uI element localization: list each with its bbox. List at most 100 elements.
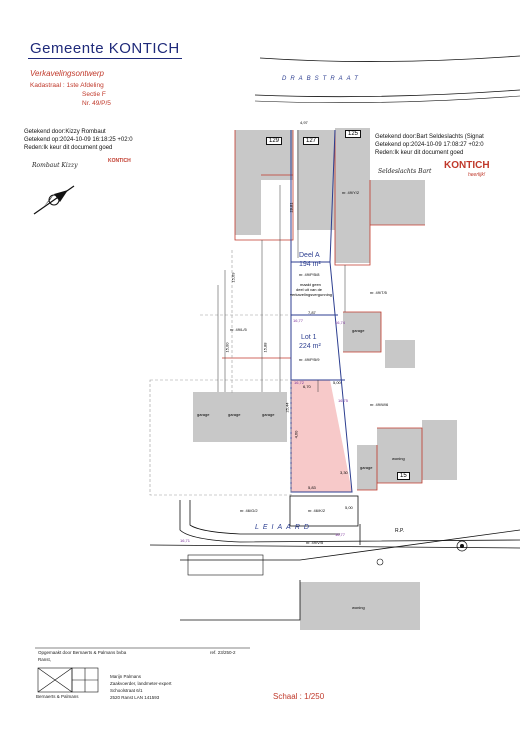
building-125 xyxy=(335,128,370,263)
footer-made-by: Opgemaakt door Bernaerts & Palmans bvba xyxy=(38,650,127,655)
signature-right-date: Getekend op:2024-10-09 17:08:27 +02:0 xyxy=(375,142,484,148)
garage-right-1 xyxy=(343,312,381,352)
building-right-lower xyxy=(422,420,457,480)
lot-1-label: Lot 1 xyxy=(301,334,317,341)
dim-25-44: 25,44 xyxy=(284,402,290,413)
garage-label-5: garage xyxy=(360,465,373,470)
street-leiaard: LEIAARD xyxy=(255,524,313,531)
woning-label-2: woning xyxy=(352,605,365,610)
woning-bottom xyxy=(300,582,420,630)
parcel-49-t-5: nr. 49/T/5 xyxy=(370,290,387,295)
parcel-49-w-6: nr. 49/W/6 xyxy=(370,402,389,407)
cadastre-line-2: Sectie F xyxy=(82,91,106,98)
scale-label: Schaal : 1/250 xyxy=(273,692,325,701)
kontich-logo-left: KONTICH xyxy=(108,158,131,164)
level-2: 16,77 xyxy=(293,318,304,323)
lot-1-area-label: 224 m² xyxy=(299,343,321,350)
house-number-129: 129 xyxy=(266,137,283,145)
dim-5-00-bottom: 5,00 xyxy=(345,505,353,510)
signature-right-signer: Getekend door:Bart Seldeslachts (Signat xyxy=(375,134,484,140)
garage-right-2 xyxy=(385,340,415,368)
dim-4-60: 4,60 xyxy=(293,430,299,439)
building-127 xyxy=(297,130,335,230)
garage-left-3 xyxy=(255,392,287,442)
building-129 xyxy=(235,130,261,235)
dim-3-30: 3,30 xyxy=(340,470,348,475)
house-number-15: 15 xyxy=(397,472,410,480)
signature-right-reason: Reden:Ik keur dit document goed xyxy=(375,150,464,156)
cadastre-line-3: Nr. 49/P/5 xyxy=(82,100,111,107)
north-arrow-icon xyxy=(33,185,75,215)
rp-marker-icon xyxy=(456,540,468,552)
drabstraat-curb-1 xyxy=(259,55,520,62)
municipality-title: Gemeente KONTICH xyxy=(30,40,180,57)
street-drabstraat: DRABSTRAAT xyxy=(282,76,362,82)
surveyor-line-2: Zaakvoerder, landmeter-expert xyxy=(110,681,172,686)
footer-logo-name: Bernaerts & Palmans xyxy=(36,694,79,699)
deel-a-note-1: maakt geen xyxy=(300,282,321,287)
house-number-127: 127 xyxy=(303,137,320,145)
dim-15-69: 15,69 xyxy=(230,272,236,283)
footer-place: Ranst, xyxy=(38,657,52,662)
level-1: 16,72 xyxy=(294,380,305,385)
deel-a-note-2: deel uit van de xyxy=(296,287,323,292)
surveyor-line-4: 2520 Ranst LAN 141593 xyxy=(110,695,160,700)
level-3: 16,74 xyxy=(335,320,346,325)
reference-point-label: R.P. xyxy=(395,528,405,534)
kontich-logo-right: KONTICH xyxy=(444,160,490,171)
dim-6-70: 6,70 xyxy=(303,384,311,389)
surveyor-line-1: Marijn Palmans xyxy=(110,674,142,679)
parcel-49-l-5: nr. 49/L/5 xyxy=(230,327,247,332)
level-6: 16,77 xyxy=(335,532,346,537)
deel-a-label: Deel A xyxy=(299,252,320,259)
parking-strip xyxy=(187,554,264,576)
signature-left-reason: Reden:Ik keur dit document goed xyxy=(24,145,113,151)
kontich-tagline: heerlijk! xyxy=(468,172,486,178)
woning-label-1: woning xyxy=(392,456,405,461)
garage-right-3 xyxy=(357,445,377,490)
garage-label-2: garage xyxy=(228,412,241,417)
drabstraat-curb-3 xyxy=(254,95,520,103)
garage-left-2 xyxy=(223,392,255,442)
dashed-context-lines xyxy=(149,250,292,496)
level-4: 16,75 xyxy=(338,398,349,403)
footer-ref: ref. 23/250-2 xyxy=(210,650,236,655)
surveyor-line-3: Schoolstraat 6/1 xyxy=(110,688,143,693)
rp-marker-dot-icon xyxy=(460,544,464,548)
dim-15-00: 15,00 xyxy=(224,342,230,353)
parcel-46-k-2: nr. 46/K/2 xyxy=(308,508,326,513)
tree-icon xyxy=(376,558,384,566)
project-subtitle: Verkavelingsontwerp xyxy=(30,69,104,78)
cadastre-line-1: Kadastraal : 1ste Afdeling xyxy=(30,82,104,89)
deel-a-area: 194 m² xyxy=(299,261,321,268)
dim-15-88: 15,88 xyxy=(262,342,268,353)
drabstraat-curb-2 xyxy=(254,89,520,98)
dim-4-97: 4,97 xyxy=(300,120,308,125)
lot-1-parcel: nr. 49/P/5/9 xyxy=(299,357,320,362)
red-parcel-lines xyxy=(222,130,425,491)
dim-28-81: 28,81 xyxy=(288,202,294,213)
garage-label-4: garage xyxy=(352,328,365,333)
leiaard-road xyxy=(149,495,520,621)
garage-left-1 xyxy=(193,392,223,442)
lot-1-area xyxy=(291,380,352,492)
garage-label-3: garage xyxy=(262,412,275,417)
garage-label-1: garage xyxy=(197,412,210,417)
parcel-49-v-5: nr. 49/V/5 xyxy=(306,540,324,545)
deel-a-note-3: verkavelingsvergunning xyxy=(290,292,333,297)
building-right-upper xyxy=(370,180,425,225)
level-5: 16,71 xyxy=(180,538,191,543)
signature-left-signer: Getekend door:Kizzy Rombaut xyxy=(24,129,106,135)
title-underline xyxy=(28,58,182,59)
deel-a-parcel: nr. 49/P/5/8 xyxy=(299,272,320,277)
signature-left-date: Getekend op:2024-10-09 16:18:25 +02:0 xyxy=(24,137,133,143)
signature-left-script: Rombaut Kizzy xyxy=(32,162,78,169)
footer-frame xyxy=(35,647,250,693)
dim-5-00-top: 5,00 xyxy=(333,380,341,385)
house-number-125: 125 xyxy=(345,130,362,138)
dimension-lines xyxy=(217,130,346,392)
parcel-46-g-2: nr. 46/G/2 xyxy=(240,508,258,513)
dim-7-87: 7,87 xyxy=(308,310,316,315)
